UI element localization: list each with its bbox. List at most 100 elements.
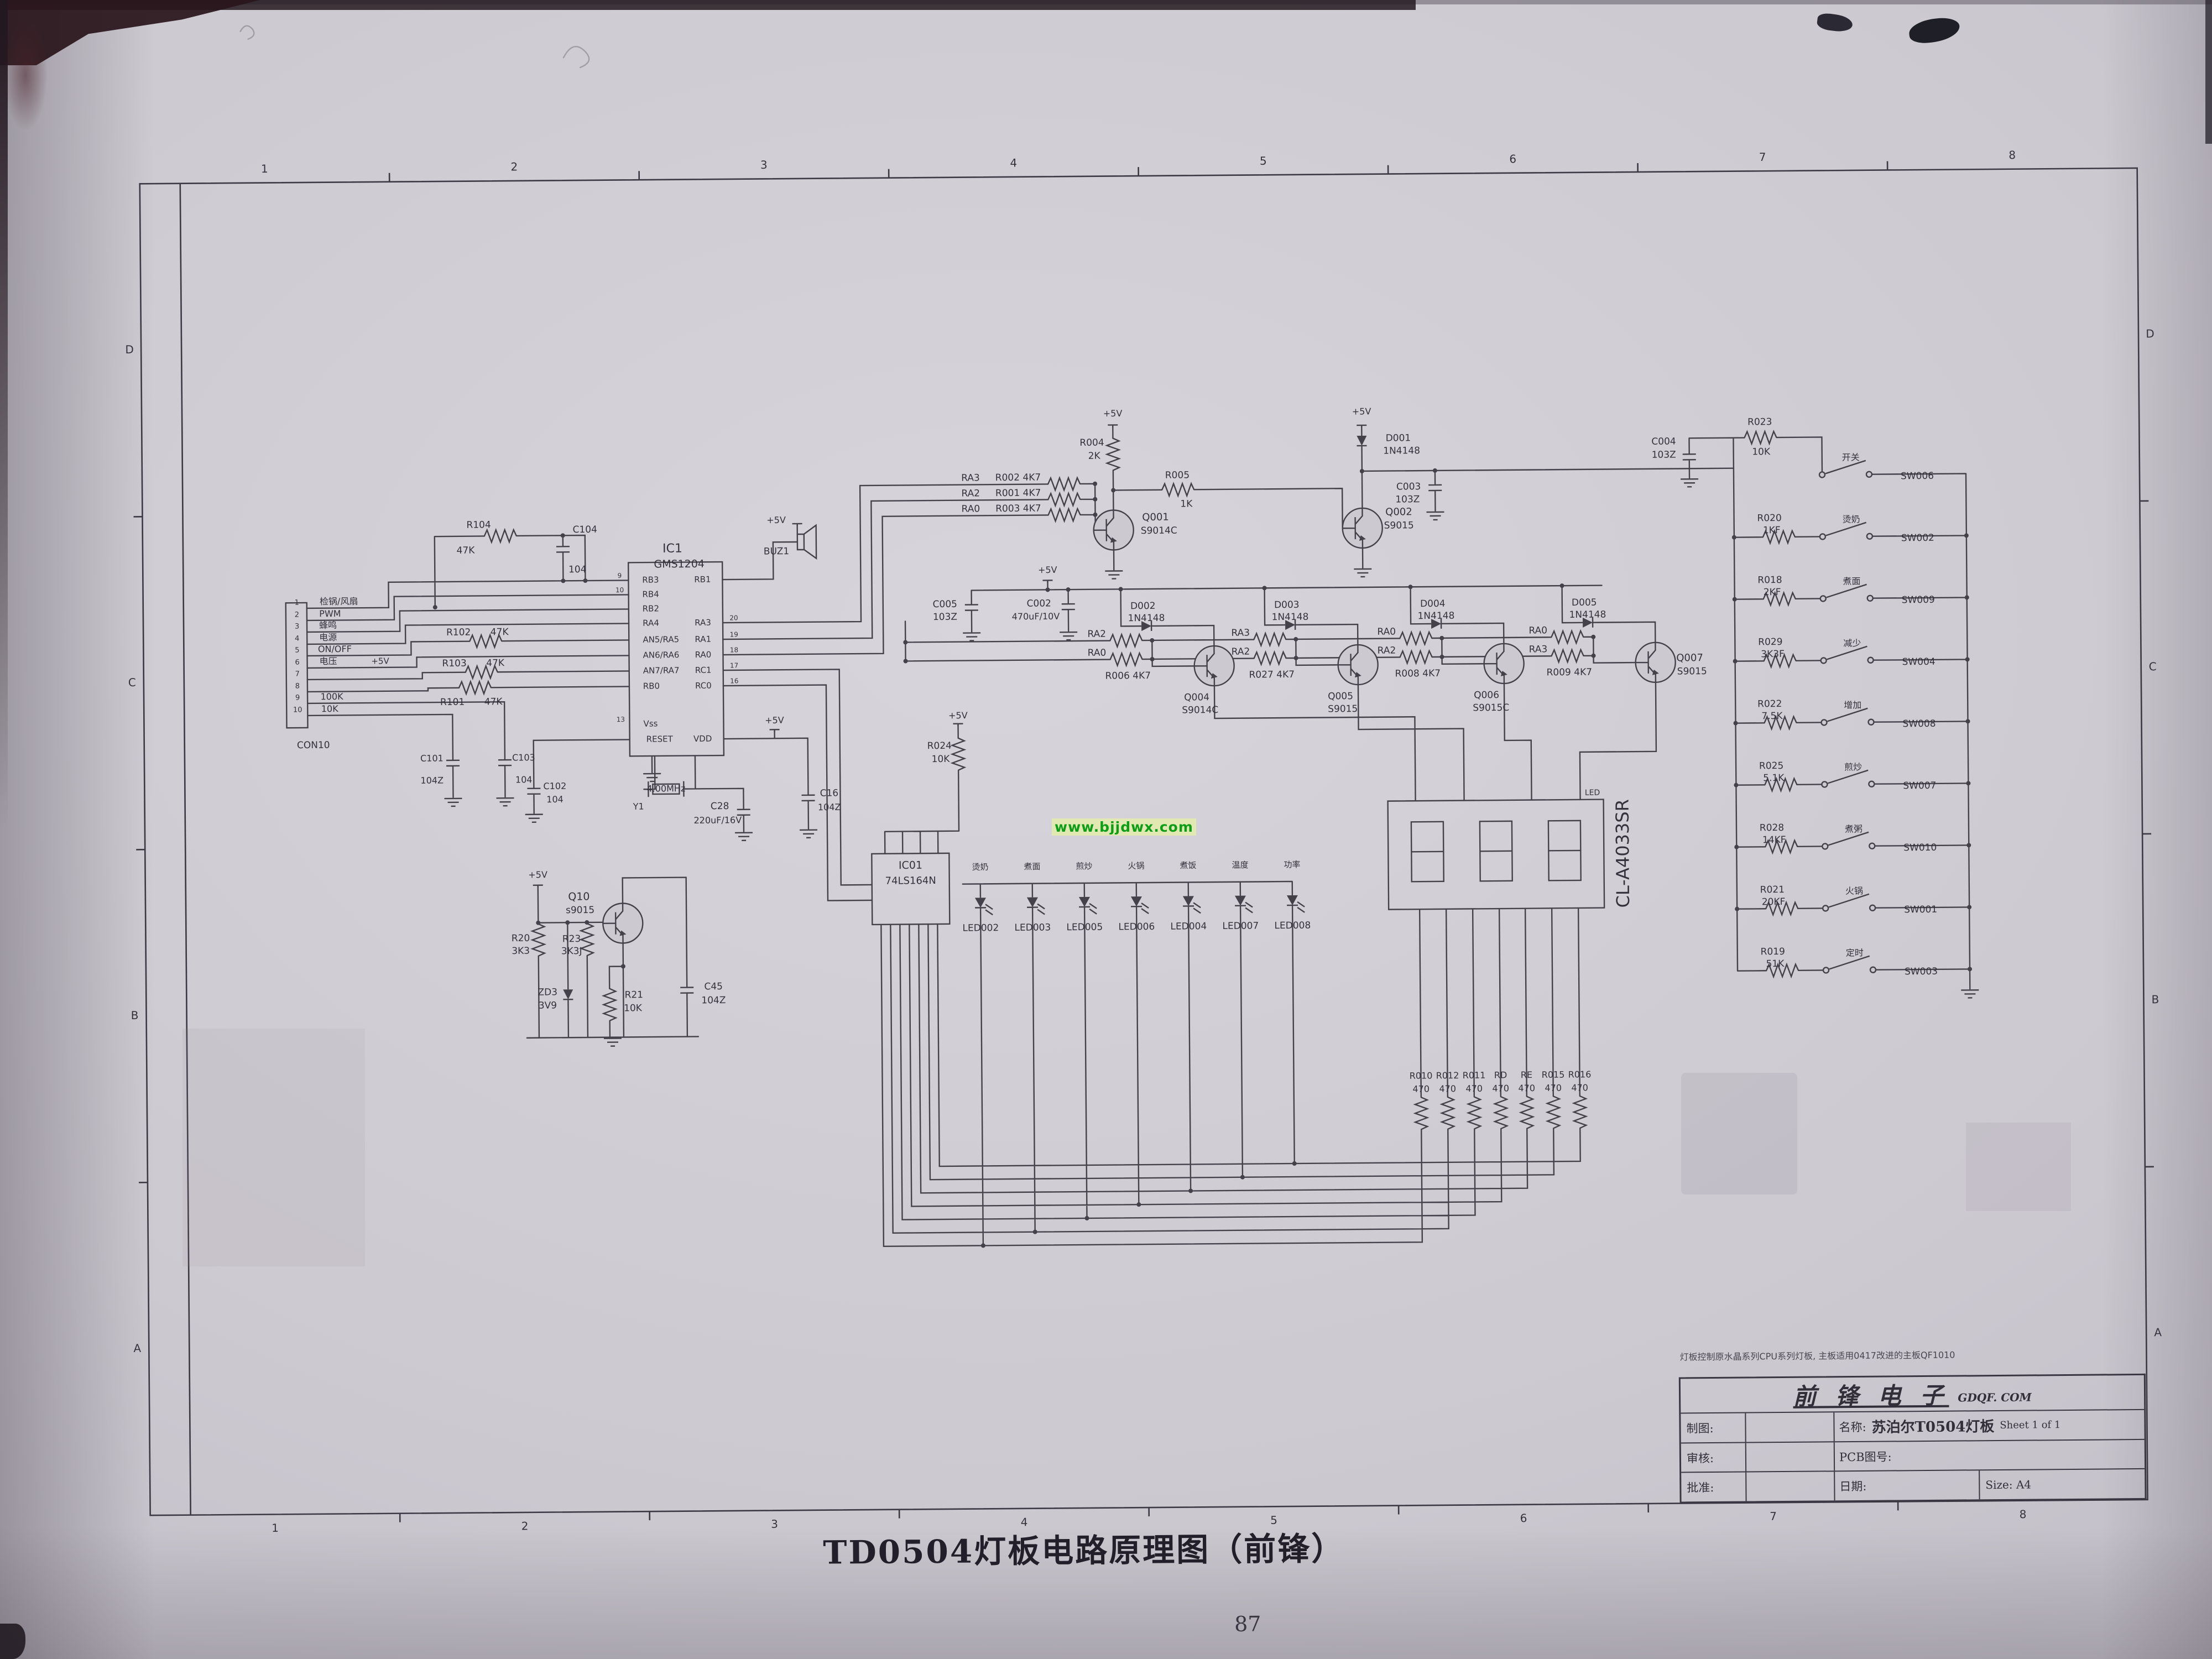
- component-label: 温度: [1232, 860, 1248, 870]
- component-label: +5V: [528, 869, 547, 880]
- component-label: 1N4148: [1128, 613, 1165, 624]
- component-label: C102: [543, 781, 566, 791]
- page-bleedthrough: [182, 1029, 365, 1266]
- component-label: 104: [568, 564, 587, 575]
- junction-dot: [1964, 595, 1969, 600]
- component-label: 104Z: [701, 995, 726, 1006]
- led-004: [1182, 889, 1202, 914]
- component-label: R006 4K7: [1105, 670, 1151, 682]
- component-label: RA2: [961, 488, 980, 499]
- component-label: RA4: [643, 618, 659, 628]
- component-label: 470: [1518, 1083, 1535, 1093]
- component-label: AN5/RA5: [643, 634, 679, 645]
- component-label: IC1: [662, 542, 682, 556]
- junction-dot: [1408, 585, 1413, 589]
- transistor-q006: [1483, 643, 1525, 685]
- component-label: 6: [295, 659, 299, 667]
- component-label: R022: [1757, 698, 1782, 709]
- component-label: RA3: [1231, 628, 1250, 639]
- component-label: R018: [1757, 575, 1782, 586]
- component-label: R012: [1436, 1070, 1459, 1081]
- check-label: 审核:: [1681, 1443, 1747, 1472]
- frame-grid-label: 1: [261, 162, 268, 175]
- junction-dot: [1591, 634, 1596, 639]
- junction-dot: [1084, 1215, 1089, 1220]
- junction-dot: [1111, 488, 1116, 493]
- component-label: 7: [295, 670, 300, 679]
- switch-sw006: [1818, 460, 1873, 478]
- component-label: 煎炒: [1076, 861, 1092, 871]
- component-label: RA3: [961, 472, 980, 483]
- circuit-wiring: [239, 25, 1980, 1248]
- component-label: SW006: [1901, 471, 1934, 482]
- component-label: 220uF/16V: [693, 815, 742, 826]
- component-label: SW010: [1903, 842, 1937, 853]
- component-label: R028: [1760, 822, 1784, 833]
- page-bleedthrough: [1966, 1123, 2071, 1211]
- component-label: RB4: [642, 589, 659, 599]
- frame-grid-label: 8: [2008, 148, 2016, 161]
- component-label: RE: [1521, 1070, 1532, 1080]
- component-label: 470: [1439, 1083, 1456, 1094]
- scan-edge-artifact: [0, 0, 8, 830]
- component-label: VDD: [693, 734, 712, 744]
- led-007: [1234, 889, 1254, 914]
- component-label: R015: [1542, 1070, 1565, 1080]
- component-label: 2KF: [1764, 587, 1781, 598]
- component-label: 火锅: [1128, 861, 1144, 871]
- component-label: Q007: [1676, 652, 1703, 664]
- junction-dot: [1093, 512, 1098, 517]
- component-label: 51K: [1766, 958, 1785, 969]
- junction-dot: [1731, 535, 1736, 540]
- component-label: RB3: [642, 575, 659, 585]
- junction-dot: [1735, 906, 1740, 911]
- drawing-name: 苏泊尔T0504灯板: [1871, 1418, 1995, 1437]
- frame-grid-label: 2: [510, 160, 518, 173]
- component-label: RA0: [1377, 627, 1396, 638]
- junction-dot: [1359, 468, 1364, 474]
- component-label: RA0: [695, 650, 712, 660]
- component-label: R009 4K7: [1546, 667, 1592, 679]
- junction-dot: [1188, 1188, 1193, 1193]
- watermark-link: www.bjjdwx.com: [1052, 818, 1196, 836]
- title-block-row: 批准: 日期: Size: A4: [1681, 1469, 2145, 1502]
- component-label: 104: [515, 774, 533, 785]
- component-label: LED007: [1222, 920, 1259, 932]
- ic01-chip: [871, 852, 951, 926]
- component-label: R008 4K7: [1395, 668, 1441, 680]
- switch-sw002: [1819, 521, 1874, 540]
- junction-dot: [1964, 533, 1969, 538]
- junction-dot: [1093, 497, 1098, 502]
- switch-sw001: [1822, 893, 1876, 912]
- junction-dot: [1733, 659, 1738, 664]
- con10-connector: [285, 602, 309, 729]
- component-label: C101: [420, 753, 444, 764]
- component-label: 10K: [321, 703, 339, 714]
- junction-dot: [560, 533, 565, 538]
- component-label: LED005: [1066, 922, 1103, 933]
- component-label: 煮粥: [1845, 823, 1863, 834]
- junction-dot: [1965, 719, 1970, 724]
- junction-dot: [1066, 587, 1071, 592]
- component-label: 1N4148: [1272, 612, 1309, 623]
- junction-dot: [1432, 468, 1437, 473]
- component-label: 煮面: [1843, 576, 1860, 586]
- frame-grid-label: 3: [771, 1517, 778, 1531]
- component-label: S9015C: [1473, 702, 1509, 714]
- component-label: 5.1K: [1763, 773, 1785, 784]
- component-label: R003 4K7: [995, 503, 1041, 515]
- component-label: Y1: [633, 801, 644, 812]
- junction-dot: [1591, 653, 1596, 658]
- component-label: ZD3: [538, 987, 557, 998]
- component-label: SW001: [1904, 904, 1937, 915]
- component-label: 104Z: [818, 802, 841, 812]
- component-label: 103Z: [933, 612, 957, 623]
- component-label: ON/OFF: [318, 644, 352, 654]
- component-label: 5: [295, 646, 299, 655]
- component-label: 4: [295, 635, 299, 643]
- component-label: 74LS164N: [885, 875, 936, 887]
- component-label: +5V: [765, 715, 784, 726]
